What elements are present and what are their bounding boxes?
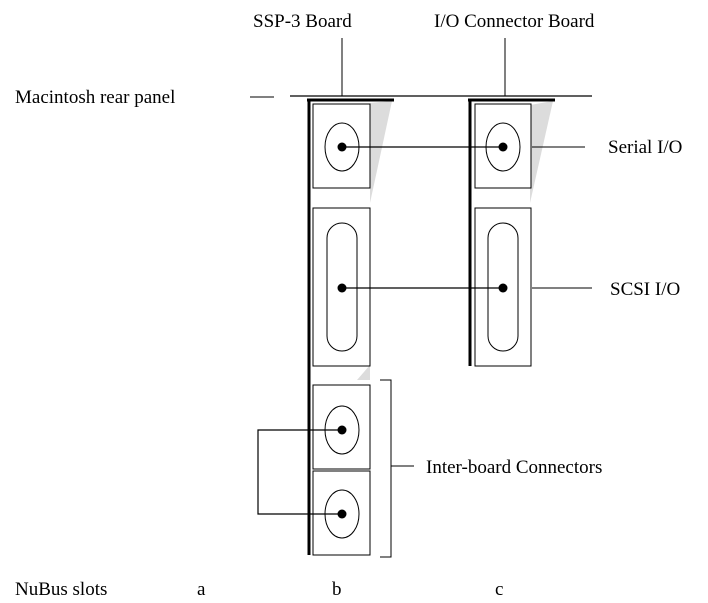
ssp3-board-shading-mid	[357, 365, 370, 380]
nubus-slot-b: b	[332, 579, 342, 600]
rear-panel-label: Macintosh rear panel	[15, 87, 175, 108]
nubus-slot-c: c	[495, 579, 503, 600]
scsi-io-label: SCSI I/O	[610, 279, 680, 300]
nubus-slots-label: NuBus slots	[15, 579, 107, 600]
inter-board-loop-cable	[257, 429, 342, 515]
serial-io-label: Serial I/O	[608, 137, 682, 158]
ssp3-board-label: SSP-3 Board	[253, 11, 352, 32]
inter-board-bracket	[380, 379, 392, 558]
ssp3-scsi-port-slot	[326, 222, 358, 352]
inter-board-connectors-label: Inter-board Connectors	[426, 457, 602, 478]
nubus-slot-a: a	[197, 579, 206, 600]
ssp3-board-shading-top	[370, 101, 392, 203]
io-connector-board-label: I/O Connector Board	[434, 11, 595, 32]
io-scsi-port-slot	[487, 222, 519, 352]
io-board-shading	[530, 101, 553, 203]
